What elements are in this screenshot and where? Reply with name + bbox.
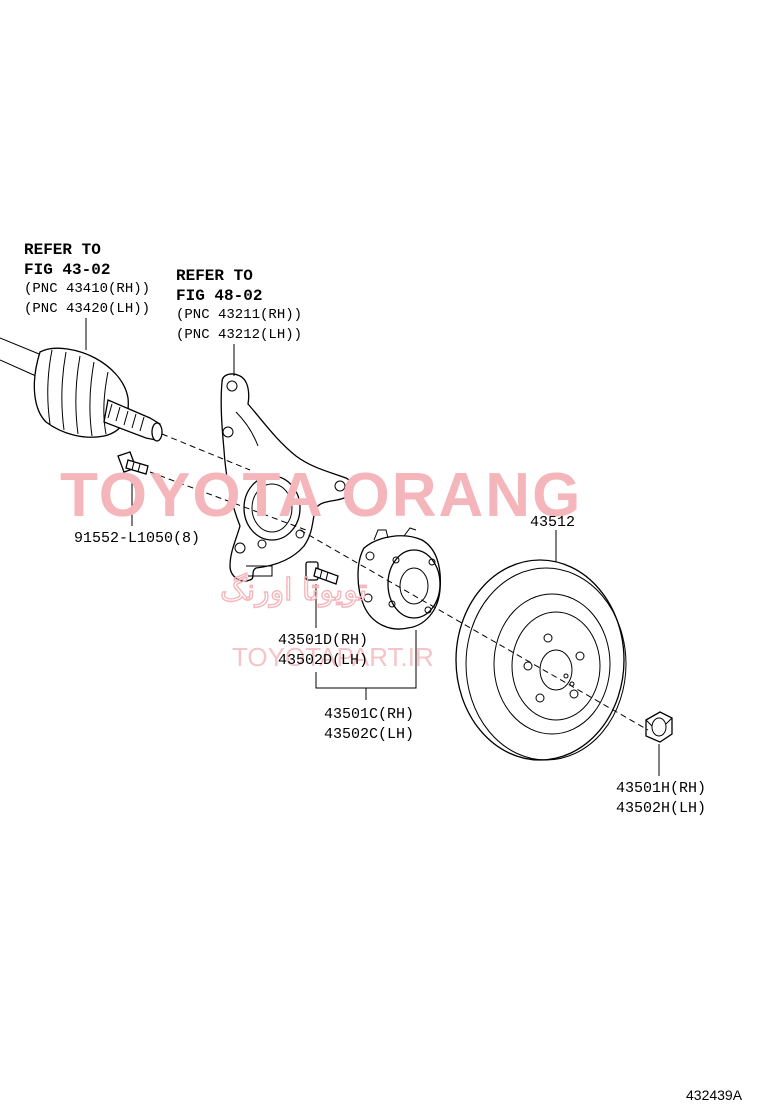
assembly-axis-main bbox=[299, 529, 649, 731]
driveshaft-ref-line2: FIG 43-02 bbox=[24, 261, 110, 279]
steering-knuckle-illustration bbox=[220, 373, 353, 582]
knuckle-ref-line3: (PNC 43211(RH)) bbox=[176, 307, 302, 323]
disc-part-number: 43512 bbox=[530, 514, 575, 531]
hub-bolt-rh: 43501D(RH) bbox=[278, 632, 368, 649]
figure-number: 432439A bbox=[686, 1087, 743, 1103]
drive-shaft-illustration bbox=[0, 337, 163, 442]
watermark-url: TOYOTAPART.IR bbox=[232, 642, 434, 672]
hub-bolt-lh: 43502D(LH) bbox=[278, 652, 368, 669]
watermark-brand: TOYOTA ORANG bbox=[60, 461, 582, 530]
knuckle-ref-line4: (PNC 43212(LH)) bbox=[176, 327, 302, 343]
hub-assembly-lh: 43502C(LH) bbox=[324, 726, 414, 743]
knuckle-bolt-illustration bbox=[117, 451, 149, 475]
nut-lh: 43502H(LH) bbox=[616, 800, 706, 817]
nut-rh: 43501H(RH) bbox=[616, 780, 706, 797]
hub-bolt-illustration bbox=[305, 561, 339, 585]
hub-nut-illustration bbox=[645, 711, 673, 743]
knuckle-ref-line2: FIG 48-02 bbox=[176, 287, 262, 305]
driveshaft-ref-line1: REFER TO bbox=[24, 241, 101, 259]
driveshaft-ref-line3: (PNC 43410(RH)) bbox=[24, 281, 150, 297]
driveshaft-ref-line4: (PNC 43420(LH)) bbox=[24, 301, 150, 317]
bolt-part-number: 91552-L1050(8) bbox=[74, 530, 200, 547]
brake-disc-illustration bbox=[455, 559, 627, 761]
assembly-axis-upper bbox=[161, 433, 251, 471]
knuckle-ref-line1: REFER TO bbox=[176, 267, 253, 285]
watermark-persian: تویوتا اورنگ bbox=[220, 573, 367, 608]
assembly-axis-bolt bbox=[149, 471, 307, 531]
hub-bearing-assembly-illustration bbox=[357, 527, 442, 630]
hub-assembly-rh: 43501C(RH) bbox=[324, 706, 414, 723]
